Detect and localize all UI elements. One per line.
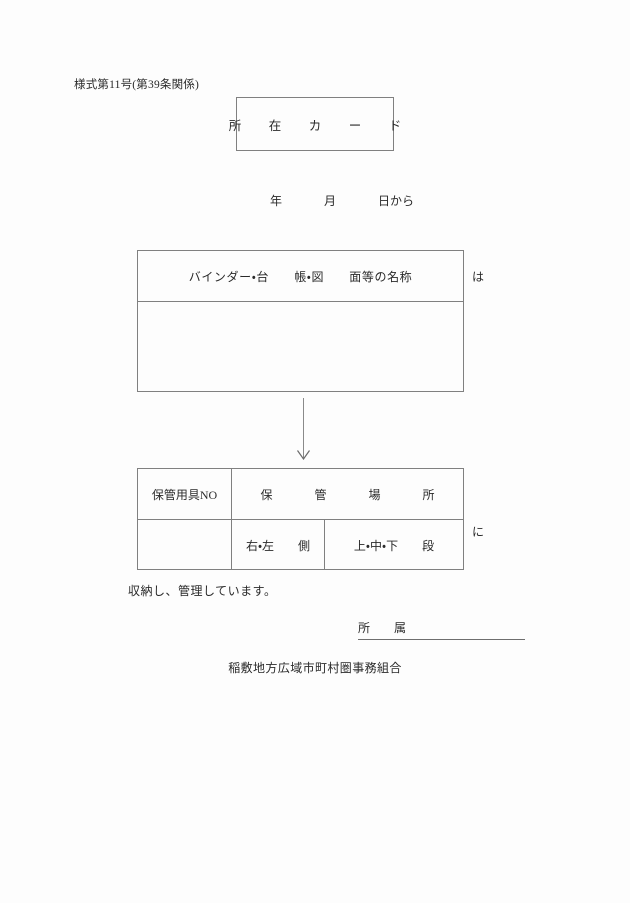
storage-table-value-row: 右・左 側 上・中・下 段 xyxy=(138,520,463,570)
binder-name-table: バインダー・台 帳・図 面等の名称 xyxy=(137,250,464,392)
affiliation-label: 所 属 xyxy=(358,621,413,635)
side-selection-label[interactable]: 右・左 側 xyxy=(232,520,325,570)
document-title: 所 在 カ ー ド xyxy=(228,118,409,133)
down-arrow-icon xyxy=(297,450,310,460)
level-selection-label[interactable]: 上・中・下 段 xyxy=(353,538,435,553)
flow-arrow-stem xyxy=(303,398,304,458)
equipment-no-header: 保管用具NO xyxy=(138,469,232,519)
form-number: 様式第11号(第39条関係) xyxy=(74,79,200,91)
storage-place-header: 保 管 場 所 xyxy=(260,487,441,502)
storage-table-header-row: 保管用具NO 保 管 場 所 xyxy=(138,469,463,520)
year-label[interactable]: 年 xyxy=(270,194,283,208)
binder-trailing-particle: は xyxy=(472,270,485,284)
binder-name-entry-field[interactable] xyxy=(138,302,463,391)
binder-table-header-row: バインダー・台 帳・図 面等の名称 xyxy=(138,251,463,302)
date-line: 年 月 日から xyxy=(270,192,414,209)
binder-table-header-label: バインダー・台 帳・図 面等の名称 xyxy=(188,269,413,284)
month-label[interactable]: 月 xyxy=(324,194,337,208)
storage-trailing-particle: に xyxy=(472,525,485,539)
day-label[interactable]: 日から xyxy=(378,194,415,208)
title-box: 所 在 カ ー ド xyxy=(229,97,401,151)
affiliation-line: 所 属 xyxy=(358,619,525,640)
equipment-no-field[interactable] xyxy=(138,520,232,570)
storage-location-table: 保管用具NO 保 管 場 所 右・左 側 上・中・下 段 xyxy=(137,468,464,570)
closing-sentence: 収納し、管理しています。 xyxy=(128,584,277,598)
organization-name: 稲敷地方広域市町村圏事務組合 xyxy=(228,661,402,675)
